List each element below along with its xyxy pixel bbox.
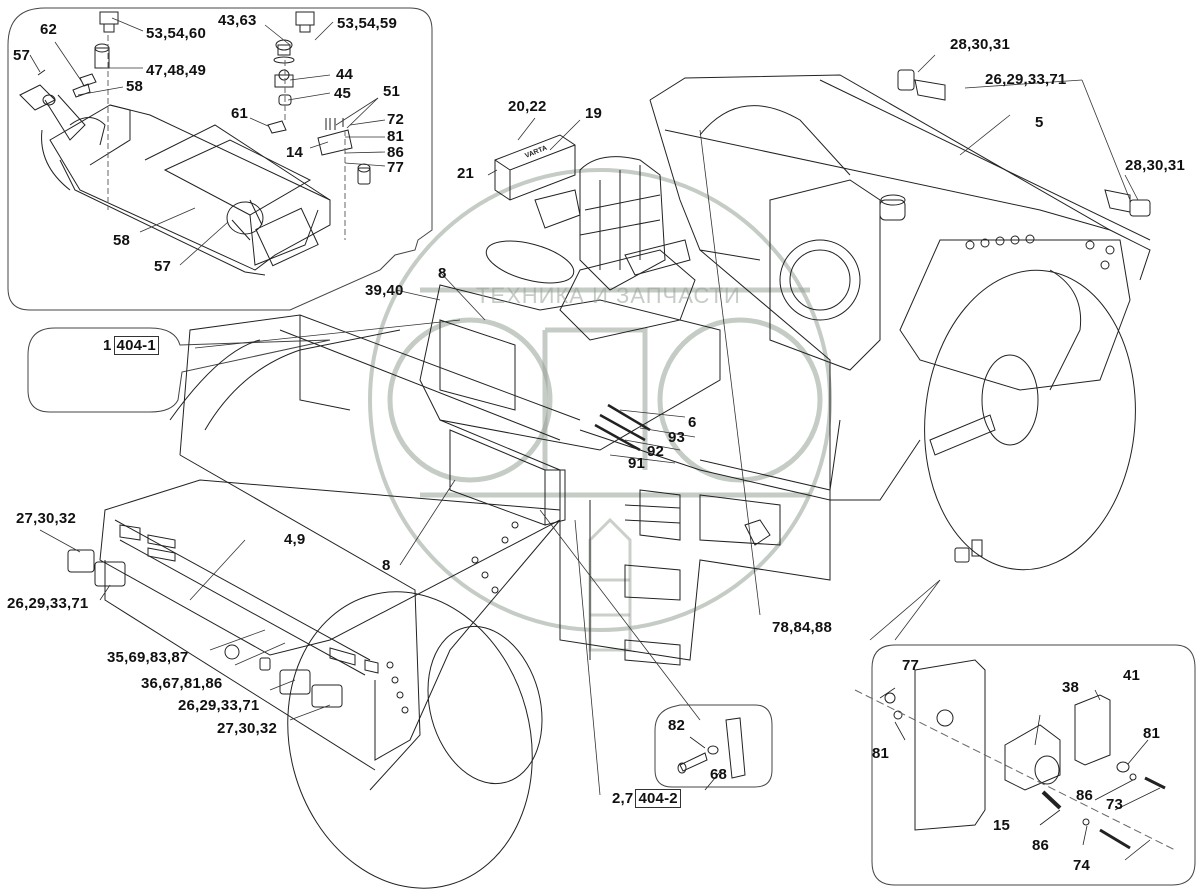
callout-81-right: 81 [1143,725,1161,742]
callout-58-bottom: 58 [113,232,131,249]
callout-14: 14 [286,144,304,161]
callout-73: 73 [1106,796,1124,813]
sensor-inset-frame [871,644,1196,886]
callout-8-top: 8 [438,265,447,282]
callout-27-30-32-left: 27,30,32 [16,510,76,527]
callout-53-54-60: 53,54,60 [146,25,206,42]
main-leaders [39,54,1139,796]
sensor-drawing [854,659,1176,861]
watermark-logo [368,168,832,632]
callout-51: 51 [383,83,401,100]
callout-43-63: 43,63 [218,12,257,29]
callout-68: 68 [710,766,728,783]
callout-36-67-81-86: 36,67,81,86 [141,675,223,692]
callout-15: 15 [993,817,1011,834]
ref-link-404-1[interactable]: 404-1 [113,336,159,355]
callout-77: 77 [387,159,405,176]
rear-drum [924,269,1136,571]
rear-light-right [1129,199,1151,217]
callout-6: 6 [688,414,697,431]
callout-72: 72 [387,111,405,128]
battery [494,134,576,201]
callout-47-48-49: 47,48,49 [146,62,206,79]
callout-4-9: 4,9 [284,531,306,548]
callout-44: 44 [336,66,354,83]
callout-39-40: 39,40 [365,282,404,299]
seat-back [579,156,666,291]
callout-93: 93 [668,429,686,446]
bolt-inset-frame [654,704,773,788]
front-light-left-a [67,549,95,573]
front-drum [287,591,533,889]
callout-19: 19 [585,105,603,122]
main-machine [67,69,1151,889]
callout-41: 41 [1123,667,1141,684]
console-leaders [29,17,386,266]
callout-92: 92 [647,443,665,460]
console-drawing [19,11,371,276]
steering-wheel [485,240,575,284]
callout-62: 62 [40,21,58,38]
callout-74: 74 [1073,857,1091,874]
callout-86-upper: 86 [1076,787,1094,804]
callout-8-bottom: 8 [382,557,391,574]
callout-28-30-31-right: 28,30,31 [1125,157,1185,174]
callout-plate-number: 1 [103,337,112,354]
callout-53-54-59: 53,54,59 [337,15,397,32]
ref-link-404-2[interactable]: 404-2 [635,789,681,808]
callout-86-lower: 86 [1032,837,1050,854]
callout-86: 86 [387,144,405,161]
callout-21: 21 [457,165,475,182]
callout-45: 45 [334,85,352,102]
callout-26-29-33-71-front: 26,29,33,71 [178,697,260,714]
callout-28-30-31-top: 28,30,31 [950,36,1010,53]
callout-35-69-83-87: 35,69,83,87 [107,649,189,666]
bolt-drawing [677,717,746,791]
callout-57-bottom: 57 [154,258,172,275]
callout-58-top: 58 [126,78,144,95]
callout-78-84-88: 78,84,88 [772,619,832,636]
callout-frame-number: 2,7 [612,790,634,807]
console-inset-frame [7,7,433,311]
callout-27-30-32-front: 27,30,32 [217,720,277,737]
callout-82: 82 [668,717,686,734]
callout-26-29-33-71-rear: 26,29,33,71 [985,71,1067,88]
callout-91: 91 [628,455,646,472]
callout-26-29-33-71-left: 26,29,33,71 [7,595,89,612]
callout-77-sensor: 77 [902,657,920,674]
front-light-right-a [279,669,311,695]
callout-61: 61 [231,105,249,122]
plate-inset-frame [27,327,331,413]
watermark-caption: ТЕХНИКА И ЗАПЧАСТИ [476,283,741,308]
rear-light-left [897,69,915,91]
callout-81-left: 81 [872,745,890,762]
callout-5: 5 [1035,114,1044,131]
callout-38: 38 [1062,679,1080,696]
callout-57: 57 [13,47,31,64]
callout-20-22: 20,22 [508,98,547,115]
callout-81: 81 [387,128,405,145]
